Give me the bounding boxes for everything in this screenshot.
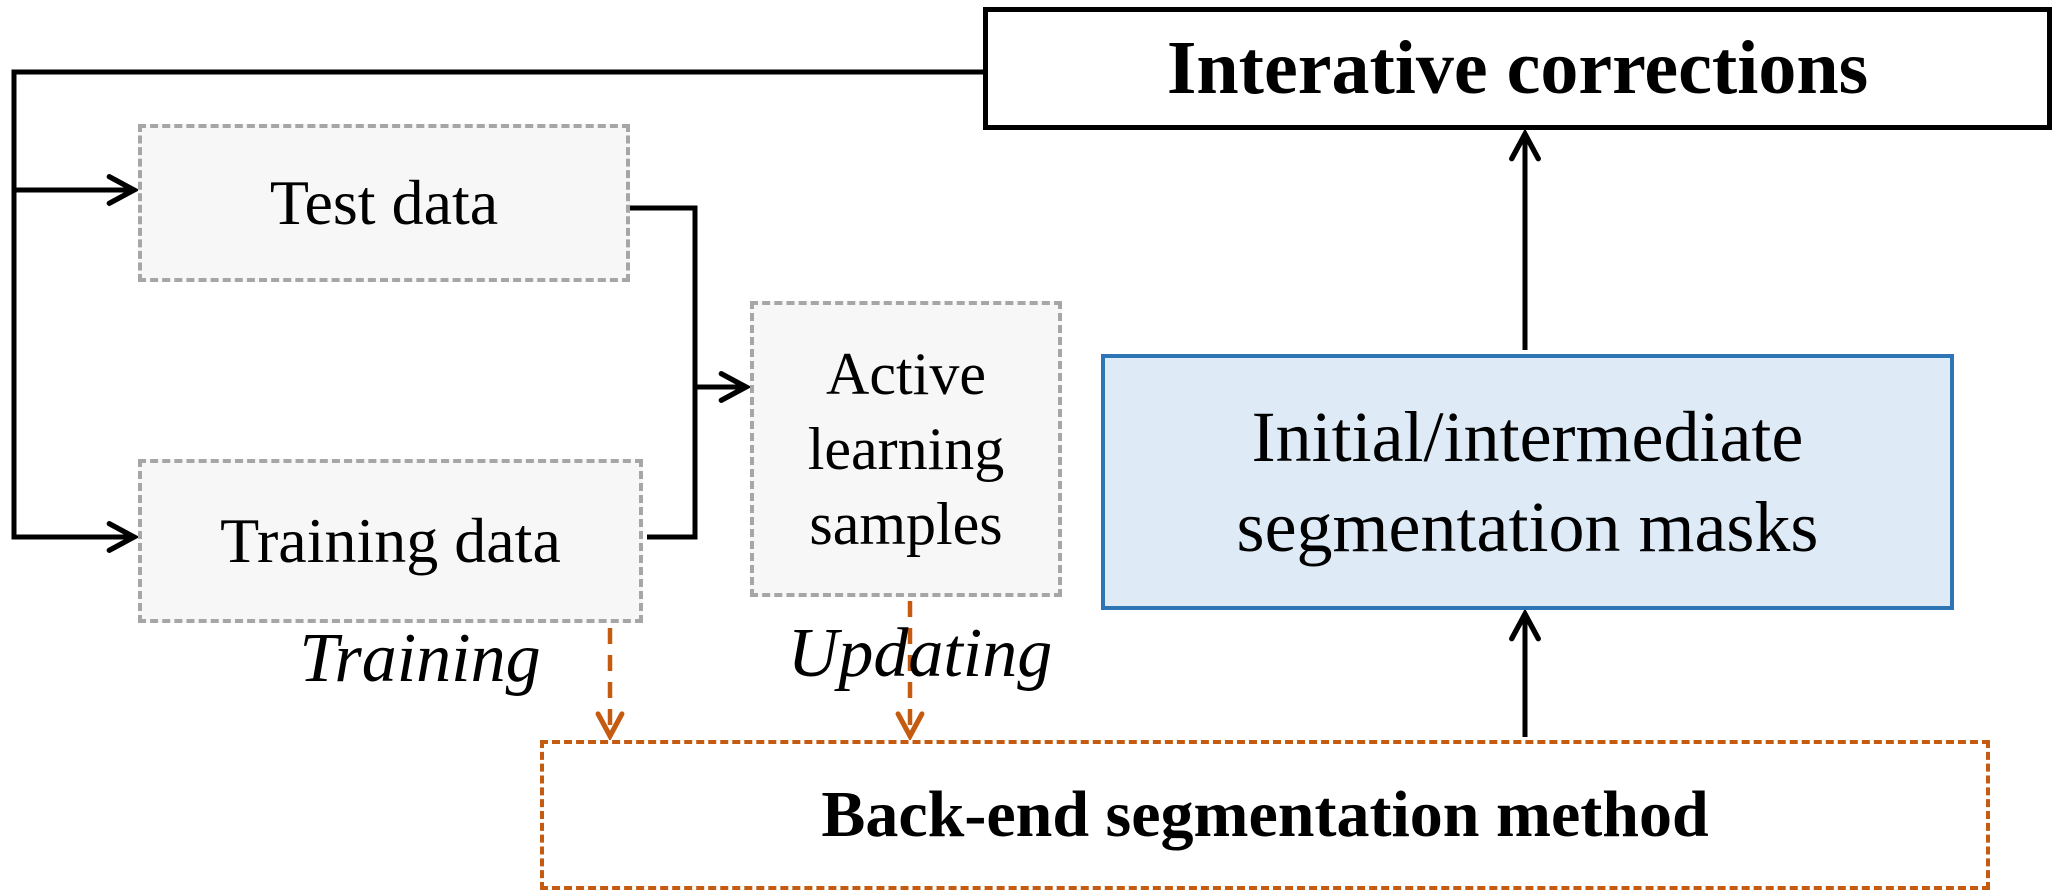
updating-edge-label: Updating: [787, 615, 1053, 692]
feedback-line-to-training-arrow: [11, 69, 983, 553]
test-data-box: Test data: [138, 124, 630, 282]
test-training-join-line: [630, 205, 698, 540]
training-data-box: Training data: [138, 459, 643, 623]
backend-segmentation-method-box: Back-end segmentation method: [540, 740, 1990, 890]
training-edge-label: Training: [299, 620, 541, 697]
active-learning-samples-box: Active learning samples: [750, 301, 1062, 597]
segmentation-masks-box: Initial/intermediate segmentation masks: [1101, 354, 1954, 610]
iterative-corrections-box: Interative corrections: [983, 7, 2052, 130]
